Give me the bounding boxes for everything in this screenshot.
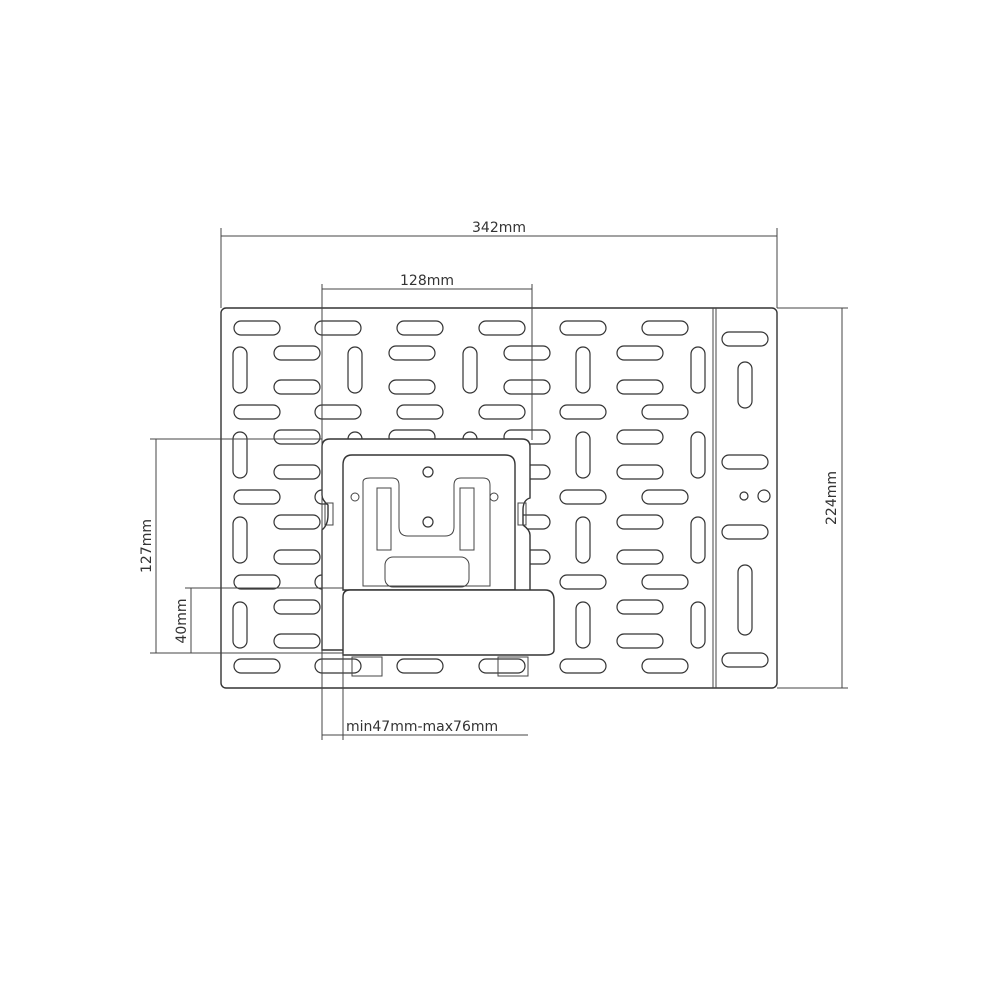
dim-overall-height: 224mm <box>824 471 840 525</box>
plate-slot <box>641 658 689 674</box>
dim-bracket-height: 127mm <box>139 519 155 573</box>
plate-hole <box>757 489 771 503</box>
bracket-clip <box>324 502 334 526</box>
device-bracket <box>321 438 555 677</box>
plate-slot <box>233 658 281 674</box>
plate-slot <box>616 464 664 480</box>
plate-slot <box>690 431 706 479</box>
plate-slot <box>396 404 444 420</box>
plate-slot <box>721 331 769 347</box>
dim-overall-width: 342mm <box>472 220 526 236</box>
plate-slot <box>737 564 753 636</box>
plate-slot <box>314 320 362 336</box>
plate-slot <box>737 361 753 409</box>
plate-slot <box>232 431 248 479</box>
plate-slot <box>478 404 526 420</box>
plate-slot <box>388 379 436 395</box>
plate-slot <box>273 514 321 530</box>
plate-slot <box>641 320 689 336</box>
plate-slot <box>233 574 281 590</box>
plate-slot <box>478 320 526 336</box>
plate-slot <box>559 404 607 420</box>
plate-slot <box>616 514 664 530</box>
dimension-lines <box>150 228 848 740</box>
plate-slot <box>690 516 706 564</box>
plate-slot <box>559 574 607 590</box>
plate-slot <box>503 345 551 361</box>
plate-slot <box>232 601 248 649</box>
plate-slot <box>721 652 769 668</box>
plate-slot <box>314 658 362 674</box>
plate-slot <box>641 574 689 590</box>
plate-slot <box>388 345 436 361</box>
plate-slot <box>347 346 363 394</box>
dim-adjustable-width: min47mm-max76mm <box>346 719 498 735</box>
plate-slot <box>273 345 321 361</box>
plate-slot <box>616 379 664 395</box>
plate-slot <box>396 658 444 674</box>
screw-icon <box>422 466 434 478</box>
plate-slot <box>616 345 664 361</box>
device-tray <box>342 589 555 656</box>
screw-icon <box>422 516 434 528</box>
plate-slot <box>273 633 321 649</box>
dim-tray-depth: 40mm <box>174 598 190 643</box>
plate-slot <box>641 489 689 505</box>
plate-slot <box>478 658 526 674</box>
plate-slot <box>575 431 591 479</box>
plate-slot <box>273 599 321 615</box>
plate-hole <box>739 491 749 501</box>
plate-slot <box>616 429 664 445</box>
plate-slot <box>721 524 769 540</box>
dim-hole-spacing: 128mm <box>400 273 454 289</box>
plate-slot <box>616 633 664 649</box>
plate-slot <box>559 658 607 674</box>
plate-slot <box>616 599 664 615</box>
plate-slot <box>690 601 706 649</box>
plate-slot <box>233 489 281 505</box>
plate-slot <box>232 346 248 394</box>
plate-slot <box>559 320 607 336</box>
plate-slot <box>559 489 607 505</box>
plate-slot <box>273 429 321 445</box>
plate-slot <box>396 320 444 336</box>
bracket-clip <box>517 502 527 526</box>
plate-slot <box>462 346 478 394</box>
plate-slot <box>503 379 551 395</box>
plate-slot <box>233 404 281 420</box>
plate-slot <box>641 404 689 420</box>
plate-slot <box>232 516 248 564</box>
plate-slot <box>273 379 321 395</box>
plate-slot <box>273 464 321 480</box>
plate-slot <box>233 320 281 336</box>
plate-slot <box>575 601 591 649</box>
plate-slot <box>575 346 591 394</box>
plate-slot <box>314 404 362 420</box>
plate-slot <box>690 346 706 394</box>
plate-slot <box>721 454 769 470</box>
plate-slot <box>575 516 591 564</box>
plate-slot <box>273 549 321 565</box>
plate-slot <box>616 549 664 565</box>
